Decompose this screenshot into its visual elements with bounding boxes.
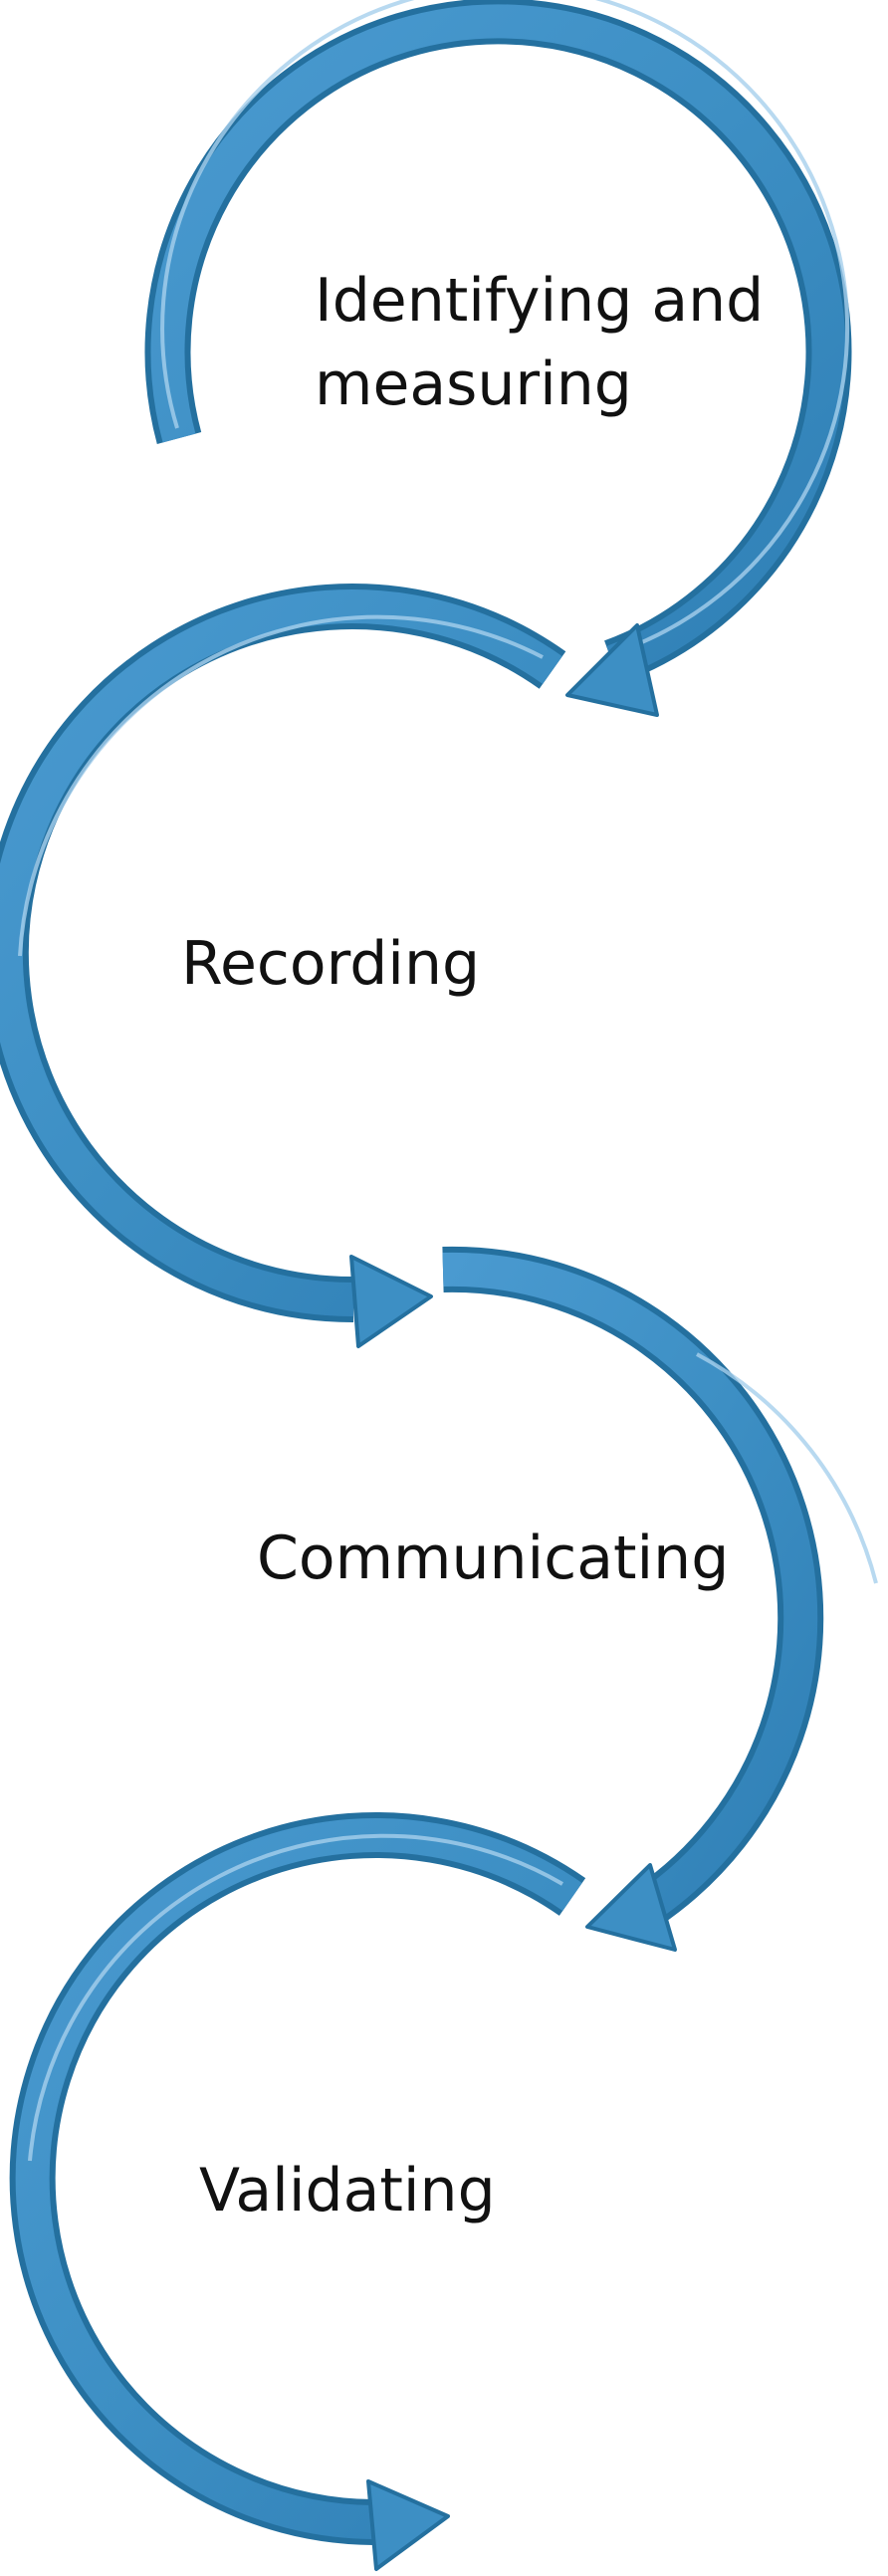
arrow-communicating bbox=[442, 1246, 878, 1952]
stage-label-line: Communicating bbox=[257, 1523, 729, 1593]
stage-label-line: Recording bbox=[181, 929, 480, 999]
stage-label-communicating: Communicating bbox=[257, 1523, 729, 1593]
arrow-recording bbox=[0, 584, 566, 1348]
stage-label-recording: Recording bbox=[181, 929, 480, 999]
arrow-validating bbox=[9, 1812, 586, 2571]
stage-label-line: Identifying and bbox=[315, 266, 764, 336]
arrow-identifying-measuring bbox=[144, 0, 852, 717]
stage-label-identifying-measuring: Identifying and measuring bbox=[315, 266, 782, 419]
stage-label-line: measuring bbox=[315, 350, 632, 419]
stage-label-validating: Validating bbox=[199, 2156, 496, 2225]
stage-label-line: Validating bbox=[199, 2156, 496, 2225]
